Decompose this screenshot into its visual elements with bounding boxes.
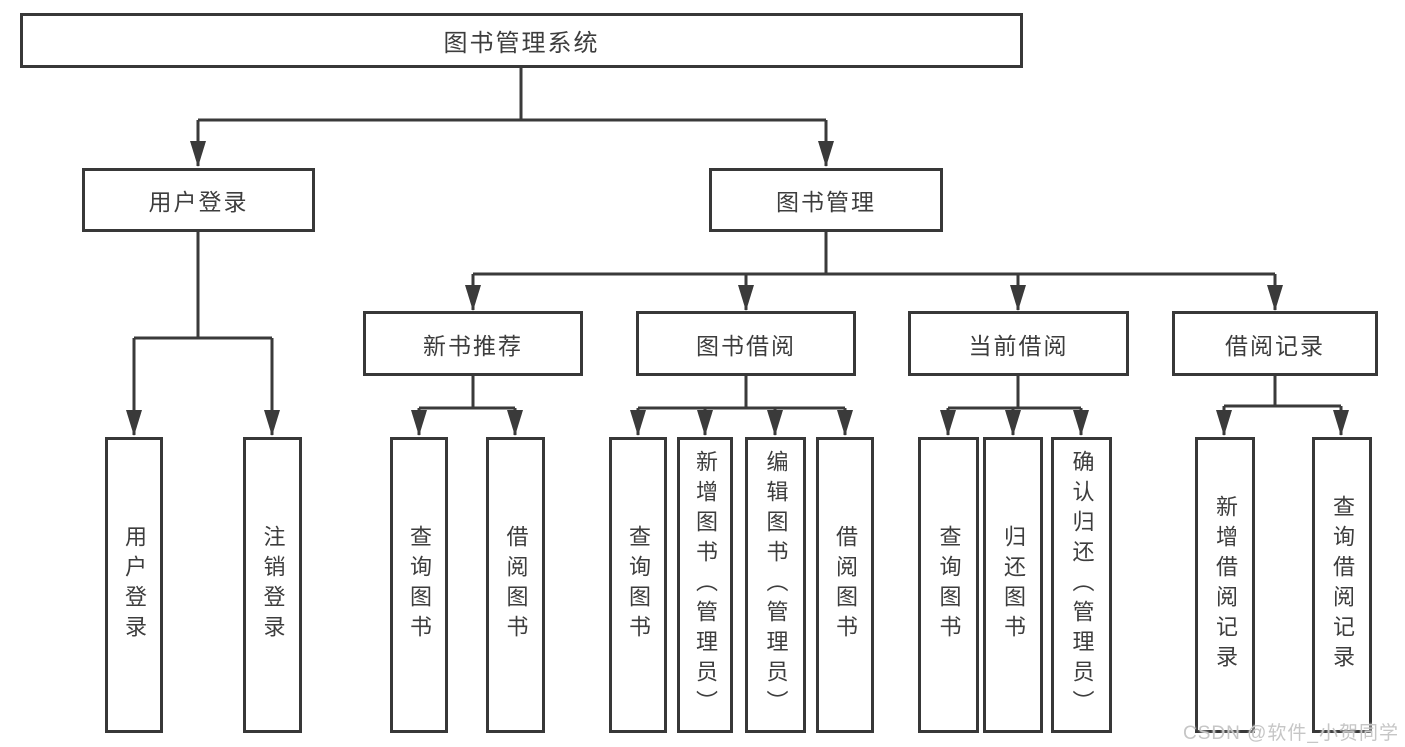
leaf-borrow-books-borrowing: 借阅图书 — [816, 437, 874, 733]
leaf-query-books-borrowing: 查询图书 — [609, 437, 667, 733]
leaf-add-book-admin-label: 新增图书（管理员） — [693, 450, 718, 720]
leaf-query-borrow-record: 查询借阅记录 — [1312, 437, 1372, 733]
node-current-borrowing: 当前借阅 — [908, 311, 1129, 376]
leaf-query-books-current-label: 查询图书 — [936, 525, 962, 645]
leaf-borrow-books-recommend: 借阅图书 — [486, 437, 545, 733]
leaf-logout: 注销登录 — [243, 437, 302, 733]
leaf-query-books-recommend: 查询图书 — [390, 437, 448, 733]
leaf-user-login-label: 用户登录 — [122, 525, 147, 645]
node-new-book-recommend: 新书推荐 — [363, 311, 583, 376]
leaf-edit-book-admin-label: 编辑图书（管理员） — [763, 450, 789, 720]
leaf-add-borrow-record: 新增借阅记录 — [1195, 437, 1255, 733]
leaf-confirm-return-admin-label: 确认归还（管理员） — [1069, 450, 1095, 720]
node-book-borrowing: 图书借阅 — [636, 311, 856, 376]
leaf-query-books-current: 查询图书 — [918, 437, 979, 733]
csdn-watermark: CSDN @软件_小贺同学 — [1183, 723, 1399, 744]
leaf-query-borrow-record-label: 查询借阅记录 — [1330, 495, 1355, 675]
leaf-query-books-recommend-label: 查询图书 — [407, 525, 432, 645]
leaf-return-book: 归还图书 — [983, 437, 1043, 733]
leaf-query-books-borrowing-label: 查询图书 — [626, 525, 651, 645]
leaf-borrow-books-recommend-label: 借阅图书 — [503, 525, 529, 645]
leaf-user-login: 用户登录 — [105, 437, 163, 733]
leaf-logout-label: 注销登录 — [260, 525, 286, 645]
leaf-confirm-return-admin: 确认归还（管理员） — [1051, 437, 1112, 733]
leaf-return-book-label: 归还图书 — [1001, 525, 1026, 645]
leaf-edit-book-admin: 编辑图书（管理员） — [745, 437, 806, 733]
node-borrowing-records: 借阅记录 — [1172, 311, 1378, 376]
leaf-add-book-admin: 新增图书（管理员） — [677, 437, 733, 733]
node-root-system: 图书管理系统 — [20, 13, 1023, 68]
node-user-login-group: 用户登录 — [82, 168, 315, 232]
leaf-borrow-books-borrowing-label: 借阅图书 — [833, 525, 858, 645]
leaf-add-borrow-record-label: 新增借阅记录 — [1213, 495, 1238, 675]
node-book-management: 图书管理 — [709, 168, 943, 232]
